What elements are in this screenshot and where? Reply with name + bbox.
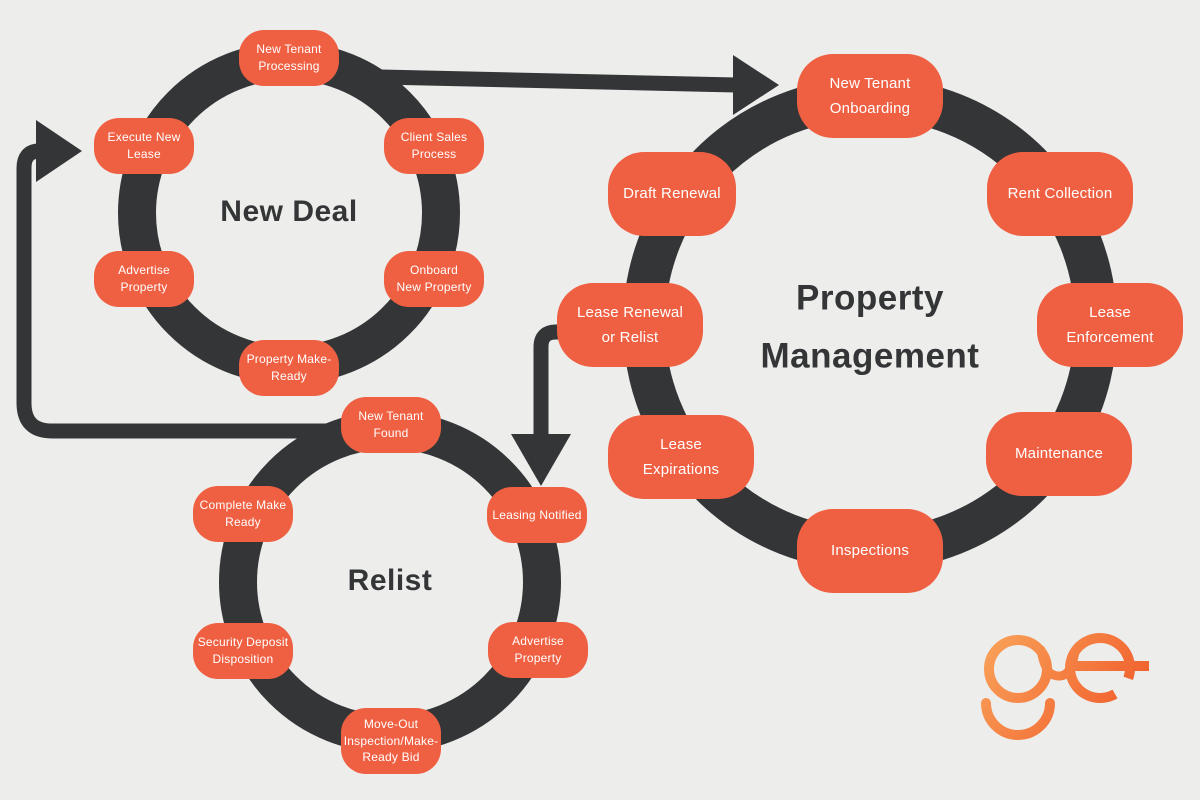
node-leasing-notified: Leasing Notified	[487, 487, 587, 543]
node-maintenance: Maintenance	[986, 412, 1132, 496]
logo-g-smile	[981, 698, 1055, 740]
arrow-new-deal-to-pm	[335, 55, 779, 115]
title-property-management: Property Management	[760, 278, 980, 375]
node-lease-enforcement: Lease Enforcement	[1037, 283, 1183, 367]
node-new-tenant-onboarding: New Tenant Onboarding	[797, 54, 943, 138]
node-new-tenant-found: New Tenant Found	[341, 397, 441, 453]
node-execute-new-lease: Execute New Lease	[94, 118, 194, 174]
title-new-deal: New Deal	[220, 195, 358, 228]
node-security-deposit-disposition: Security Deposit Disposition	[193, 623, 293, 679]
logo-e-ring	[1065, 633, 1135, 703]
node-advertise-property-relist: Advertise Property	[488, 622, 588, 678]
arrow-pm-to-relist	[511, 324, 571, 486]
node-draft-renewal: Draft Renewal	[608, 152, 736, 236]
arrow-relist-to-new-deal	[16, 120, 355, 439]
node-onboard-new-property: Onboard New Property	[384, 251, 484, 307]
node-complete-make-ready: Complete Make Ready	[193, 486, 293, 542]
node-client-sales-process: Client Sales Process	[384, 118, 484, 174]
node-inspections: Inspections	[797, 509, 943, 593]
node-lease-expirations: Lease Expirations	[608, 415, 754, 499]
node-rent-collection: Rent Collection	[987, 152, 1133, 236]
title-relist: Relist	[347, 564, 433, 597]
node-move-out-inspection-make-ready-bid: Move-Out Inspection/Make- Ready Bid	[341, 708, 441, 774]
node-property-make-ready: Property Make- Ready	[239, 340, 339, 396]
node-lease-renewal-or-relist: Lease Renewal or Relist	[557, 283, 703, 367]
node-new-tenant-processing: New Tenant Processing	[239, 30, 339, 86]
ge-glasses-logo-icon	[981, 633, 1149, 740]
node-advertise-property-new-deal: Advertise Property	[94, 251, 194, 307]
